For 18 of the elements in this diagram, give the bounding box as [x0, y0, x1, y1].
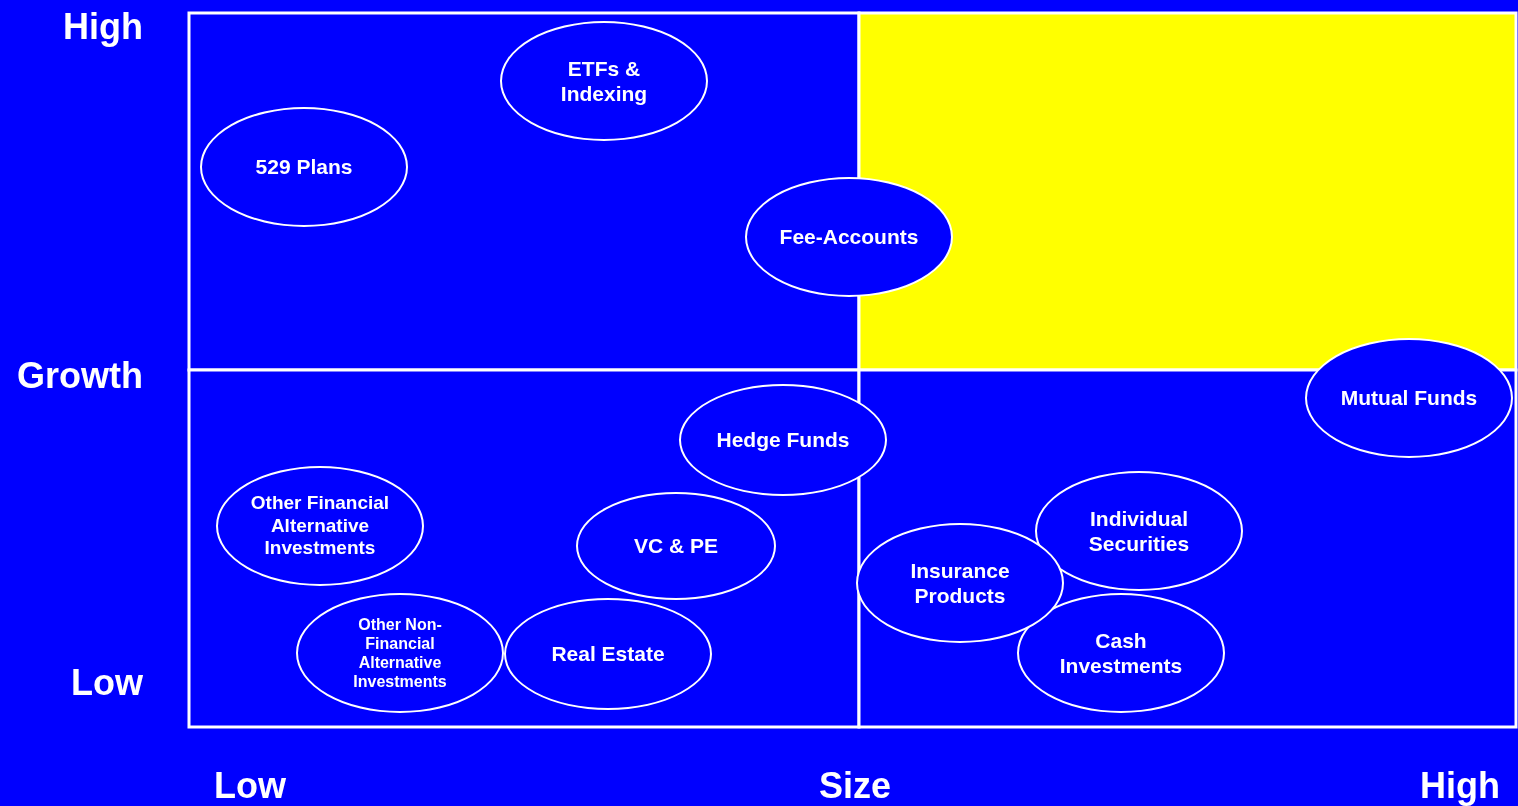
- bubble-label: 529 Plans: [255, 154, 353, 180]
- bubble-label: Other Financial Alternative Investments: [249, 491, 391, 561]
- bubble-label: VC & PE: [634, 533, 718, 559]
- bubble-label: Other Non-Financial Alternative Investments: [352, 614, 448, 692]
- axis-label: Low: [71, 662, 143, 704]
- bubble-label: Individual Securities: [1087, 505, 1191, 557]
- bubble-label: Mutual Funds: [1340, 385, 1478, 411]
- bubble-label: Insurance Products: [909, 557, 1011, 609]
- axis-label: High: [1420, 765, 1500, 806]
- axis-label: Low: [214, 765, 286, 806]
- bubble-label: Fee-Accounts: [779, 224, 919, 250]
- axis-label: Size: [819, 765, 891, 806]
- bubble-label: Cash Investments: [1058, 627, 1184, 679]
- bubble-label: ETFs & Indexing: [559, 55, 649, 107]
- axis-label: High: [63, 6, 143, 48]
- bubble-label: Real Estate: [551, 641, 665, 667]
- bubble-label: Hedge Funds: [716, 427, 850, 453]
- axis-label: Growth: [17, 355, 143, 397]
